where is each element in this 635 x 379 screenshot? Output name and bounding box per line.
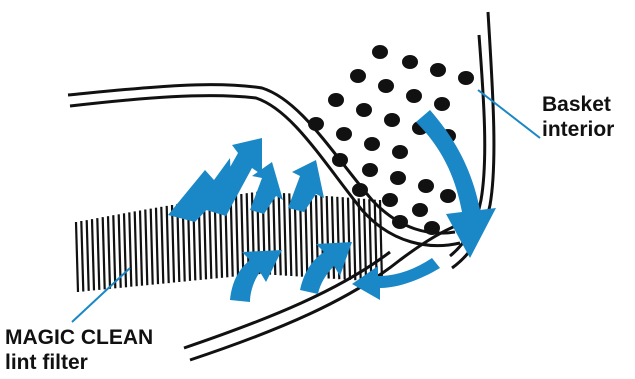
basket-hole: [308, 117, 324, 131]
basket-hole: [384, 113, 400, 127]
basket-hole: [418, 179, 434, 193]
filter-mesh-line: [106, 216, 112, 289]
basket-hole: [412, 203, 428, 217]
filter-leader-line: [71, 267, 131, 323]
filter-mesh-line: [128, 212, 133, 287]
filter-mesh-line: [368, 199, 373, 282]
flow-arrow-icon: [206, 138, 262, 216]
filter-mesh-line: [90, 219, 96, 291]
filter-mesh-line: [234, 194, 240, 277]
basket-hole: [362, 163, 378, 177]
filter-mesh-line: [357, 198, 362, 281]
basket-hole: [430, 63, 446, 77]
filter-mesh-line: [122, 213, 128, 288]
basket-hole: [406, 89, 422, 103]
basket-hole: [350, 69, 366, 83]
filter-mesh-line: [277, 192, 282, 276]
filter-mesh-line: [282, 193, 288, 276]
flow-arrow-icon: [416, 110, 496, 258]
flow-arrow-icon: [230, 250, 282, 302]
filter-mesh-line: [346, 197, 352, 280]
basket-hole: [390, 171, 406, 185]
basket-hole: [364, 137, 380, 151]
filter-label-line-1: MAGIC CLEAN: [5, 326, 154, 349]
filter-mesh-line: [229, 195, 234, 277]
basket-label-line-1: Basket: [542, 93, 611, 116]
basket-label-line-2: interior: [542, 118, 615, 141]
filter-mesh-line: [341, 197, 346, 280]
basket-hole: [382, 193, 398, 207]
filter-mesh-line: [96, 218, 101, 290]
flow-arrow-icon: [288, 160, 324, 212]
filter-mesh-line: [202, 199, 208, 280]
basket-holes: [308, 45, 474, 235]
water-flow-arrows: [168, 110, 496, 302]
filter-label-line-2: lint filter: [5, 351, 88, 374]
basket-hole: [434, 97, 450, 111]
filter-mesh-line: [101, 217, 106, 290]
filter-mesh-line: [208, 198, 213, 279]
basket-hole: [336, 127, 352, 141]
filter-mesh-line: [117, 214, 122, 288]
filter-mesh-line: [170, 204, 176, 283]
basket-hole: [392, 145, 408, 159]
filter-mesh-line: [144, 209, 149, 286]
filter-mesh-line: [160, 206, 165, 284]
basket-hole: [328, 93, 344, 107]
flow-arrow-icon: [300, 242, 352, 294]
basket-hole: [378, 79, 394, 93]
basket-outline-inner: [69, 94, 461, 248]
filter-mesh-line: [85, 220, 90, 291]
filter-mesh-line: [240, 193, 245, 276]
basket-hole: [392, 215, 408, 229]
filter-mesh-line: [378, 199, 384, 283]
lint-filter-label: MAGIC CLEAN lint filter: [5, 325, 153, 375]
filter-mesh-line: [112, 215, 117, 289]
filter-mesh-line: [154, 207, 160, 285]
basket-hole: [440, 189, 456, 203]
basket-interior-label: Basket interior: [542, 92, 614, 142]
filter-mesh-line: [74, 221, 80, 293]
filter-mesh-line: [80, 220, 85, 292]
basket-hole: [424, 221, 440, 235]
flow-arrow-icon: [168, 158, 232, 222]
filter-mesh-line: [352, 197, 357, 281]
filter-mesh-line: [133, 211, 138, 287]
basket-hole: [402, 55, 418, 69]
basket-hole: [356, 103, 372, 117]
flow-arrow-icon: [352, 258, 440, 300]
filter-mesh-line: [165, 205, 170, 284]
filter-mesh-line: [138, 210, 144, 286]
tub-bottom-line-2: [183, 250, 391, 350]
filter-mesh-line: [362, 198, 368, 281]
basket-hole: [352, 183, 368, 197]
basket-hole: [458, 71, 474, 85]
filter-mesh-line: [149, 208, 154, 285]
basket-leader-line: [477, 89, 541, 139]
basket-hole: [332, 153, 348, 167]
flow-arrow-icon: [250, 162, 283, 214]
basket-hole: [372, 45, 388, 59]
